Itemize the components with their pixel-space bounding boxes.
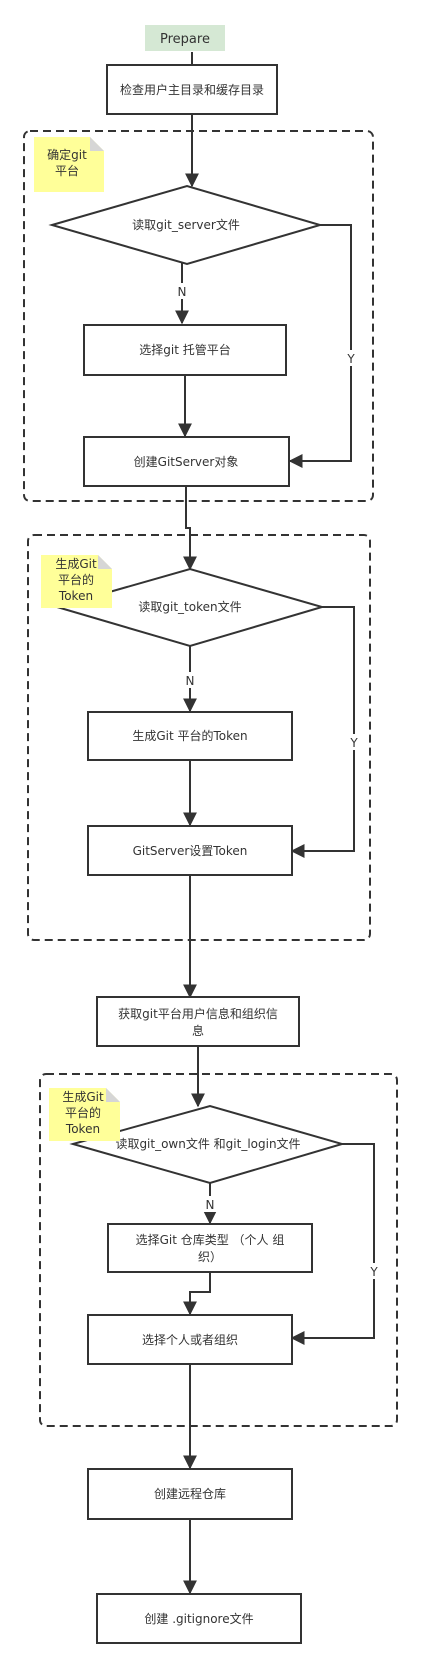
edge-label-n3: N	[206, 1198, 215, 1212]
note-git-platform: 确定git 平台	[34, 137, 104, 192]
process-generate-token-label: 生成Git 平台的Token	[132, 728, 247, 743]
edge-read-token-yes	[290, 606, 355, 858]
process-choose-person-org	[87, 1314, 293, 1365]
edge-read-own-yes	[290, 1143, 375, 1345]
process-check-dirs-label: 检查用户主目录和缓存目录	[120, 82, 264, 97]
edge-create-read-token	[183, 486, 197, 571]
decision-read-git-server-label: 读取git_server文件	[132, 217, 240, 232]
process-create-remote-label: 创建远程仓库	[154, 1486, 226, 1501]
decision-read-git-token-label: 读取git_token文件	[138, 599, 241, 614]
process-create-remote	[87, 1468, 293, 1520]
process-create-gitserver-label: 创建GitServer对象	[134, 455, 239, 469]
note-token-1-line2: 平台的	[58, 572, 94, 587]
decision-read-git-server	[48, 184, 324, 266]
process-choose-platform	[83, 324, 287, 376]
process-choose-person-org-label: 选择个人或者组织	[142, 1333, 238, 1347]
edge-label-n1: N	[178, 285, 187, 299]
decision-read-git-token	[53, 567, 326, 648]
process-choose-repo-type	[107, 1223, 313, 1273]
edge-label-y2: Y	[349, 736, 358, 750]
note-git-platform-line1: 确定git	[47, 147, 87, 162]
process-choose-repo-type-label-line1: 选择Git 仓库类型 （个人 组	[136, 1232, 285, 1247]
edge-label-n2: N	[186, 674, 195, 688]
process-create-gitignore	[96, 1593, 302, 1644]
decision-read-own-login-label: 读取git_own文件 和git_login文件	[115, 1136, 300, 1151]
group-git-token	[27, 534, 371, 941]
process-get-user-info	[96, 996, 300, 1047]
process-get-user-info-label-line2: 息	[192, 1023, 204, 1038]
edge-choose-type-person	[183, 1272, 211, 1316]
group-git-platform	[23, 130, 374, 502]
note-token-1-line1: 生成Git	[55, 557, 97, 571]
edge-read-server-yes	[288, 224, 352, 468]
note-token-2: 生成Git 平台的 Token	[49, 1088, 120, 1141]
note-token-1-line3: Token	[58, 589, 93, 603]
edge-label-y1: Y	[346, 352, 355, 366]
edge-label-y3: Y	[369, 1265, 378, 1279]
process-check-dirs	[106, 64, 278, 115]
process-choose-repo-type-label-line2: 织）	[198, 1250, 222, 1264]
decision-read-own-login	[69, 1104, 346, 1185]
note-token-2-line3: Token	[65, 1122, 100, 1136]
process-set-token	[87, 825, 293, 876]
process-choose-platform-label: 选择git 托管平台	[139, 342, 230, 357]
process-generate-token	[87, 711, 293, 761]
start-node-label: Prepare	[160, 32, 210, 47]
note-token-2-line1: 生成Git	[62, 1090, 104, 1104]
start-node-prepare	[145, 25, 225, 51]
process-get-user-info-label-line1: 获取git平台用户信息和组织信	[118, 1006, 278, 1021]
note-token-2-line2: 平台的	[65, 1105, 101, 1120]
process-set-token-label: GitServer设置Token	[133, 844, 248, 858]
group-user-org	[39, 1073, 398, 1427]
note-git-platform-line2: 平台	[55, 163, 79, 178]
process-create-gitserver	[83, 436, 290, 487]
process-create-gitignore-label: 创建 .gitignore文件	[144, 1611, 253, 1626]
note-token-1: 生成Git 平台的 Token	[41, 555, 112, 608]
